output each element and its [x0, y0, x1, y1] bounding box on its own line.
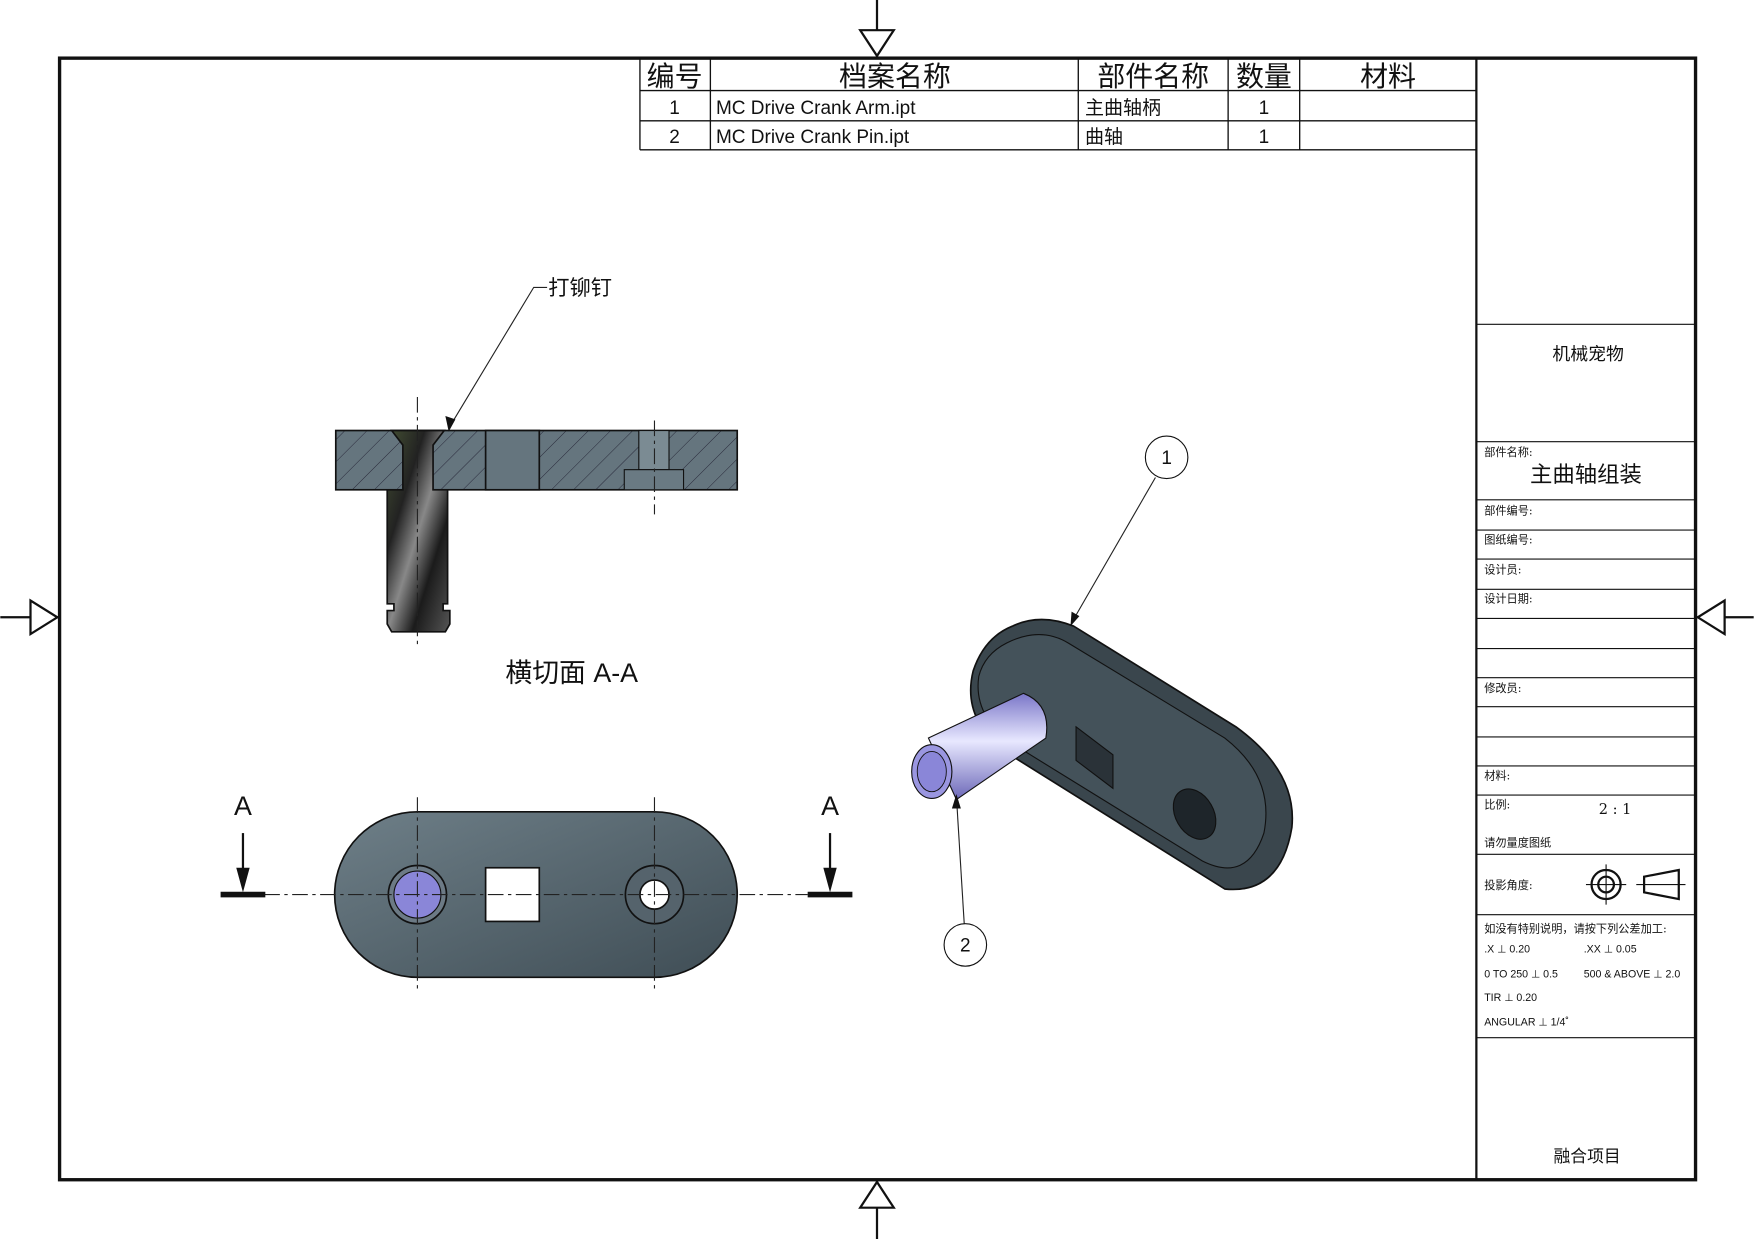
bom-row-no: 1 [669, 98, 680, 119]
bom-row-part: 曲轴 [1085, 126, 1123, 148]
material-label: 材料: [1484, 768, 1510, 782]
bom-header-no: 编号 [647, 61, 703, 92]
part-name: 主曲轴组装 [1530, 462, 1642, 488]
svg-text:A: A [234, 791, 252, 821]
reviser-label: 修改员: [1484, 681, 1521, 695]
part-number-label: 部件编号: [1484, 503, 1532, 517]
bom-table: 编号 档案名称 部件名称 数量 材料 1 MC Drive Crank Arm.… [639, 58, 1477, 151]
tolerance-range-1: 0 TO 250 ⊥ 0.5 [1484, 968, 1558, 980]
projection-label: 投影角度: [1484, 878, 1532, 892]
designer-label: 设计员: [1484, 564, 1521, 577]
bom-header-part: 部件名称 [1097, 61, 1209, 92]
top-view: A A [220, 791, 853, 993]
scale-label: 比例: [1484, 797, 1510, 811]
bom-row-no: 2 [669, 127, 680, 148]
bom-row-file: MC Drive Crank Pin.ipt [716, 127, 910, 148]
scale-value: 2 : 1 [1599, 802, 1632, 818]
svg-text:1: 1 [1161, 448, 1172, 469]
section-marker-left: A [220, 791, 266, 898]
do-not-scale-note: 请勿量度图纸 [1484, 836, 1551, 850]
arrow-down-icon [236, 867, 250, 893]
leader-arrow-icon [951, 793, 961, 809]
balloon-1 [1144, 435, 1189, 480]
isometric-view: 1 2 [911, 435, 1294, 967]
company-name: 机械宠物 [1552, 344, 1624, 365]
arrow-down-icon [823, 867, 837, 893]
section-view: 打铆钉 横切面 A-A [334, 276, 739, 688]
part-name-label: 部件名称: [1484, 445, 1532, 459]
balloon-2 [943, 923, 988, 967]
bom-row-qty: 1 [1259, 127, 1270, 148]
leader-arrow-icon [445, 415, 456, 432]
drawing-number-label: 图纸编号: [1484, 532, 1532, 546]
bom-row-qty: 1 [1259, 98, 1270, 119]
bom-row-part: 主曲轴柄 [1085, 97, 1161, 119]
bom-row-file: MC Drive Crank Arm.ipt [716, 98, 916, 119]
tolerance-angular: ANGULAR ⊥ 1/4˚ [1484, 1016, 1569, 1028]
leader-arrow-icon [1070, 611, 1080, 627]
svg-text:A: A [821, 791, 839, 821]
sheet-border [57, 56, 1698, 1182]
bom-header-file: 档案名称 [839, 61, 951, 92]
bom-header-material: 材料 [1360, 61, 1416, 92]
design-date-label: 设计日期: [1484, 593, 1532, 606]
bom-header-qty: 数量 [1236, 61, 1292, 92]
svg-text:2: 2 [960, 936, 971, 957]
tolerance-tir: TIR ⊥ 0.20 [1484, 992, 1537, 1004]
tolerance-x: .X ⊥ 0.20 [1484, 944, 1530, 956]
section-label: 横切面 A-A [505, 658, 638, 688]
tolerance-xx: .XX ⊥ 0.05 [1584, 944, 1637, 956]
leader-note: 打铆钉 [548, 276, 612, 300]
third-angle-projection-icon [1585, 864, 1686, 905]
tolerance-range-2: 500 & ABOVE ⊥ 2.0 [1584, 968, 1681, 980]
tolerance-note: 如没有特别说明，请按下列公差加工: [1484, 922, 1667, 936]
title-block: 机械宠物 部件名称: 主曲轴组装 部件编号: 图纸编号: 设计员: 设计日期: … [1475, 58, 1696, 1180]
project-name: 融合项目 [1554, 1146, 1621, 1166]
section-marker-right: A [807, 791, 853, 898]
